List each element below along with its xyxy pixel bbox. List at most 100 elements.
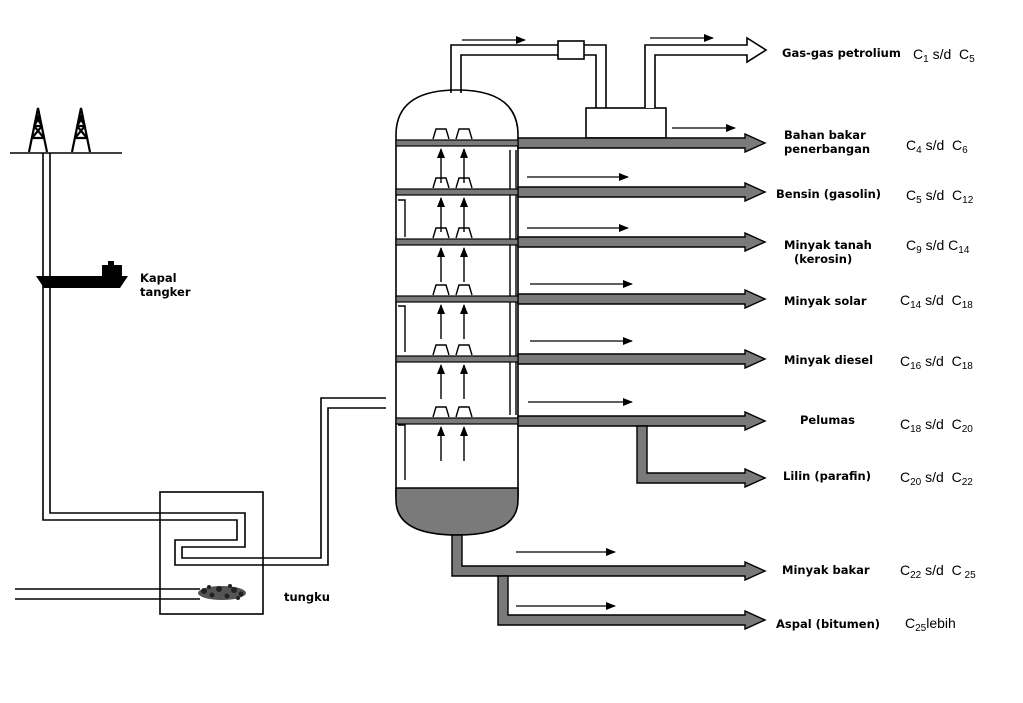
product-name-line: Minyak solar [784, 294, 867, 308]
vapor-arrows [437, 148, 468, 461]
bubble-cap [455, 128, 473, 140]
range-separator: s/d [921, 237, 949, 253]
carbon-subscript: 22 [910, 570, 922, 581]
column-tray [395, 139, 519, 147]
product-name-label: Minyak bakar [782, 563, 870, 577]
product-name-label: Minyak solar [784, 294, 867, 308]
product-name-line: penerbangan [784, 142, 871, 156]
top-vapor-pipe [450, 44, 607, 108]
product-name-line: Gas-gas petrolium [782, 46, 901, 60]
carbon-subscript: 22 [961, 477, 973, 488]
carbon-symbol: C [900, 353, 911, 369]
product-name-label: Gas-gas petrolium [782, 46, 901, 60]
carbon-symbol: C [900, 416, 911, 432]
carbon-symbol: C [951, 416, 962, 432]
range-suffix: lebih [926, 615, 956, 631]
column-tray [395, 295, 519, 303]
carbon-symbol: C [906, 137, 917, 153]
product-name-label: Minyak diesel [784, 353, 873, 367]
product-name-line: Aspal (bitumen) [776, 617, 881, 631]
carbon-symbol: C [900, 562, 911, 578]
range-separator: s/d [928, 46, 960, 62]
product-outlet-arrow [517, 288, 767, 310]
carbon-symbol: C [948, 237, 959, 253]
range-separator: s/d [921, 416, 952, 432]
column-tray [395, 355, 519, 363]
bubble-cap [455, 284, 473, 296]
carbon-subscript: 18 [961, 300, 973, 311]
carbon-subscript: 20 [961, 424, 973, 435]
range-separator: s/d [921, 187, 953, 203]
range-separator: s/d [921, 353, 952, 369]
carbon-subscript: 14 [958, 245, 970, 256]
product-name-line: Lilin (parafin) [783, 469, 871, 483]
carbon-symbol: C [900, 469, 911, 485]
product-name-line: Minyak diesel [784, 353, 874, 367]
carbon-symbol: C [905, 615, 916, 631]
carbon-symbol: C [913, 46, 924, 62]
flow-arrows [462, 34, 736, 610]
product-name-label: Minyak tanah(kerosin) [784, 238, 872, 266]
column-residue [395, 487, 519, 536]
product-outlet-arrow [517, 132, 767, 154]
crude-oil-pipeline [42, 153, 386, 566]
carbon-subscript: 25 [961, 570, 976, 581]
fuel-oil-outlet-arrow [451, 534, 767, 582]
carbon-range-label: C9 s/d C14 [906, 237, 970, 256]
product-outlet-arrow [517, 410, 767, 432]
carbon-symbol: C [951, 469, 962, 485]
carbon-subscript: 6 [962, 145, 968, 156]
fire-icon [198, 584, 246, 600]
carbon-range-label: C1 s/d C5 [913, 46, 975, 65]
asphalt-outlet-arrow [497, 575, 767, 631]
furnace-label: tungku [284, 590, 330, 604]
carbon-range-label: C18 s/d C20 [900, 416, 973, 435]
column-tray [395, 417, 519, 425]
carbon-symbol: C [952, 137, 963, 153]
column-tray [395, 188, 519, 196]
product-name-line: Bahan bakar [784, 128, 866, 142]
pipe-valve [557, 40, 585, 60]
column-tray [395, 238, 519, 246]
bubble-cap [432, 284, 450, 296]
fuel-line [15, 588, 200, 600]
carbon-symbol: C [959, 46, 970, 62]
carbon-subscript: 18 [910, 424, 922, 435]
carbon-range-label: C20 s/d C22 [900, 469, 973, 488]
bubble-cap [455, 406, 473, 418]
carbon-range-label: C22 s/d C 25 [900, 562, 976, 581]
carbon-range-label: C4 s/d C6 [906, 137, 968, 156]
carbon-symbol: C [906, 237, 917, 253]
product-name-line: Minyak tanah [784, 238, 872, 252]
range-separator: s/d [921, 562, 952, 578]
oil-rig-icon [27, 107, 49, 153]
carbon-subscript: 12 [962, 195, 974, 206]
carbon-subscript: 16 [910, 361, 922, 372]
product-name-line: Bensin (gasolin) [776, 187, 882, 201]
bubble-cap [432, 406, 450, 418]
product-name-line: Pelumas [800, 413, 855, 427]
carbon-range-label: C25lebih [905, 615, 956, 634]
carbon-subscript: 5 [969, 54, 975, 65]
product-outlet-arrow [517, 181, 767, 203]
carbon-symbol: C [900, 292, 911, 308]
carbon-subscript: 20 [910, 477, 922, 488]
carbon-subscript: 9 [916, 245, 922, 256]
carbon-symbol: C [951, 353, 962, 369]
product-outlet-arrow [517, 231, 767, 253]
carbon-range-label: C14 s/d C18 [900, 292, 973, 311]
product-name-label: Aspal (bitumen) [776, 617, 880, 631]
bubble-cap [455, 344, 473, 356]
bubble-cap [432, 128, 450, 140]
tanker-ship-icon [36, 261, 128, 288]
furnace-box [159, 491, 264, 615]
product-pipes [451, 132, 767, 631]
carbon-symbol: C [951, 562, 962, 578]
carbon-subscript: 25 [915, 623, 927, 634]
gas-outlet-arrow [644, 36, 768, 108]
range-separator: s/d [921, 292, 952, 308]
carbon-range-label: C5 s/d C12 [906, 187, 974, 206]
carbon-symbol: C [952, 187, 963, 203]
